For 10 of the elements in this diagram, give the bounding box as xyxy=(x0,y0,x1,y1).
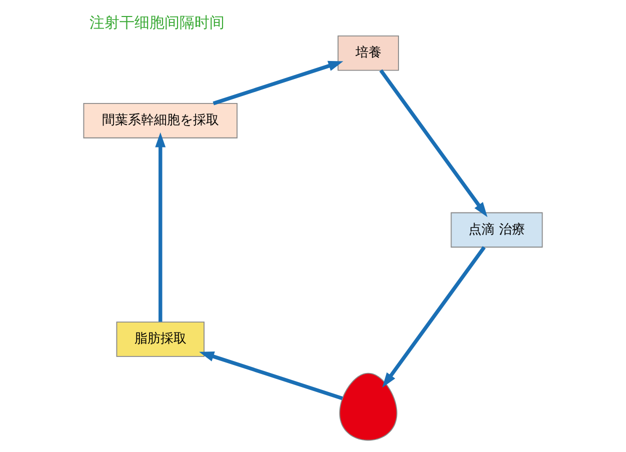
node-box: 点滴 治療 xyxy=(450,212,543,248)
diagram-title: 注射干细胞间隔时间 xyxy=(90,13,225,32)
node-box: 培養 xyxy=(338,35,399,71)
node-box: 脂肪採取 xyxy=(116,322,205,357)
arrow xyxy=(212,60,344,106)
arrow xyxy=(379,69,488,218)
arrow xyxy=(199,351,343,400)
arrow xyxy=(155,132,166,322)
node-box: 間葉系幹細胞を採取 xyxy=(83,103,238,138)
arrow xyxy=(382,246,486,388)
